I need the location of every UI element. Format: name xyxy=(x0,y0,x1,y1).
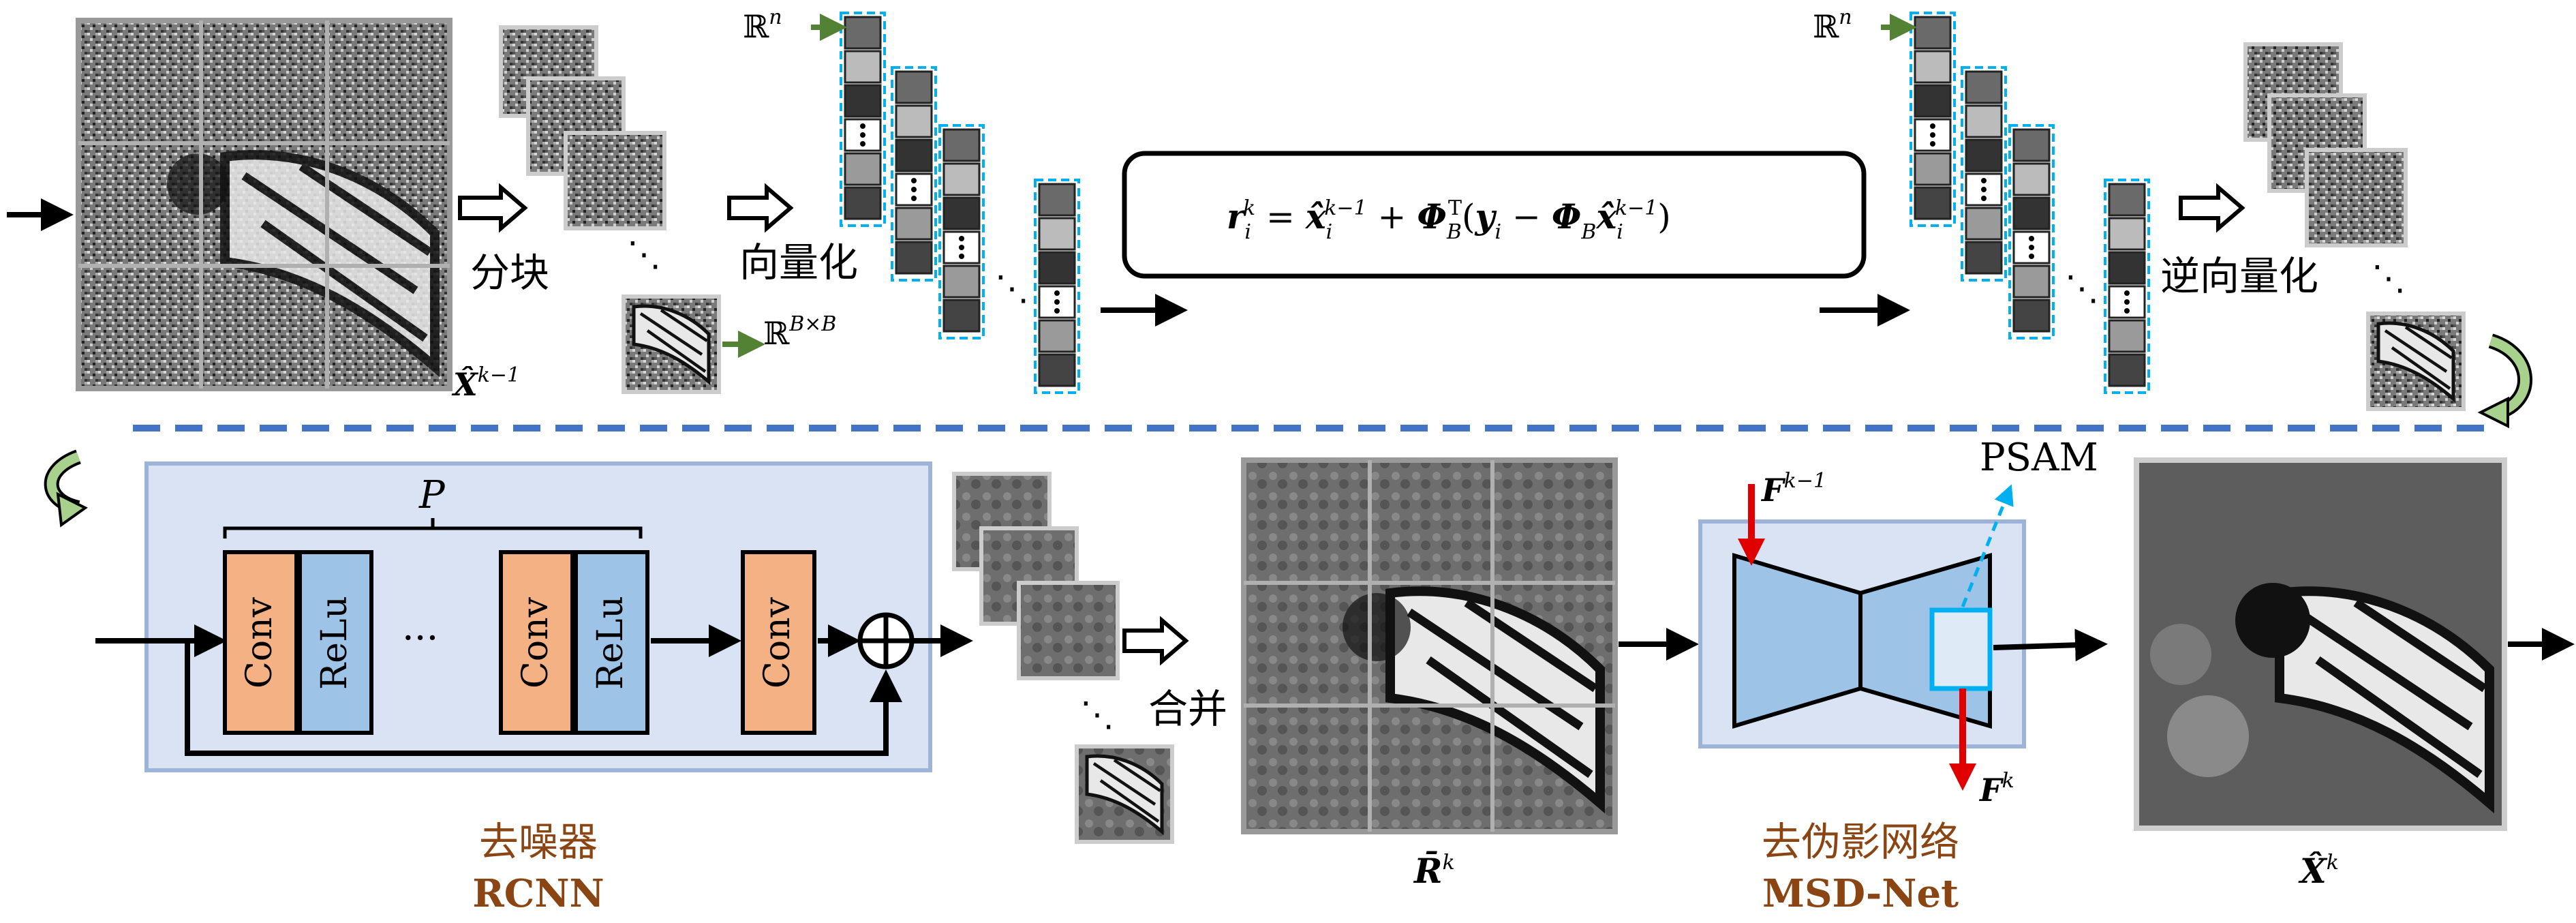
merge-label: 合并 xyxy=(1148,686,1227,732)
devectorize-label: 逆向量化 xyxy=(2160,253,2318,299)
msd-caption-cn: 去伪影网络 xyxy=(1762,819,1959,865)
layer-conv-1: Conv xyxy=(223,550,298,735)
devectorize-hollow-arrow xyxy=(2179,183,2245,233)
input-noisy-image xyxy=(76,18,453,391)
output-image xyxy=(2134,457,2507,831)
svg-text:ReLu: ReLu xyxy=(590,596,631,690)
vector-column-r3 xyxy=(2008,124,2055,339)
vector-column-l4 xyxy=(1034,179,1080,394)
layer-ellipsis: ··· xyxy=(402,616,438,661)
vector-column-l2 xyxy=(891,66,937,282)
block-space-label: ℝB×B xyxy=(763,312,836,352)
psam-block xyxy=(1929,607,1993,691)
patch-ellipsis: ⋱ xyxy=(627,234,661,274)
merged-image xyxy=(1241,457,1618,834)
merged-label: R̄k xyxy=(1413,850,1455,891)
split-patches: ⋱ xyxy=(499,25,721,394)
vector-columns-right xyxy=(1910,12,2150,394)
vector-column-r4 xyxy=(2104,179,2150,394)
vector-column-l1 xyxy=(840,12,886,227)
layer-conv-2: Conv xyxy=(499,550,574,735)
svg-text:Conv: Conv xyxy=(239,596,280,689)
msd-output-arrow xyxy=(1993,629,2108,662)
denoiser-caption-en: RCNN xyxy=(472,871,604,916)
vector-ellipsis-left: ⋱ xyxy=(995,269,1029,308)
p-brace xyxy=(223,518,643,539)
equation-box xyxy=(1122,151,1867,279)
layer-conv-3: Conv xyxy=(741,550,816,735)
space-n-label-right: ℝn xyxy=(1813,5,1852,45)
residual-sum-node xyxy=(857,612,915,669)
input-estimate-label: X̂k−1 xyxy=(451,363,520,403)
p-label: P xyxy=(418,473,446,517)
msd-caption-en: MSD-Net xyxy=(1762,871,1959,916)
output-label: X̂k xyxy=(2298,851,2339,891)
vectorize-label: 向量化 xyxy=(739,239,858,286)
split-hollow-arrow xyxy=(458,183,528,233)
split-label: 分块 xyxy=(470,249,549,296)
skip-connection xyxy=(185,641,902,756)
svg-text:ReLu: ReLu xyxy=(314,596,355,690)
vector-column-r1 xyxy=(1910,12,1956,227)
vector-columns-left xyxy=(840,12,1080,394)
vector-column-l3 xyxy=(938,124,985,339)
space-n-label-left: ℝn xyxy=(743,5,782,45)
merge-hollow-arrow xyxy=(1122,616,1189,666)
f-out-label: Fk xyxy=(1978,769,2014,808)
psam-label: PSAM xyxy=(1980,436,2098,480)
f-in-label: Fk−1 xyxy=(1760,469,1826,509)
svg-text:Conv: Conv xyxy=(515,596,556,689)
vectorize-hollow-arrow xyxy=(727,183,794,233)
devectorized-patches: ⋱ xyxy=(2243,42,2466,411)
vector-ellipsis-right: ⋱ xyxy=(2065,269,2099,308)
svg-text:⋱: ⋱ xyxy=(1080,695,1114,734)
svg-text:Conv: Conv xyxy=(757,596,798,689)
layer-relu-1: ReLu xyxy=(298,550,373,735)
denoiser-caption-cn: 去噪器 xyxy=(479,819,598,865)
equation-text: rik = x̂ik−1 + ΦBT(yi − ΦBx̂ik−1) xyxy=(1227,196,1671,244)
layer-relu-2: ReLu xyxy=(574,550,649,735)
svg-text:⋱: ⋱ xyxy=(2372,258,2406,298)
vector-column-r2 xyxy=(1961,66,2007,282)
denoised-patches: ⋱ xyxy=(952,472,1174,844)
psam-arrow xyxy=(1961,484,2014,607)
